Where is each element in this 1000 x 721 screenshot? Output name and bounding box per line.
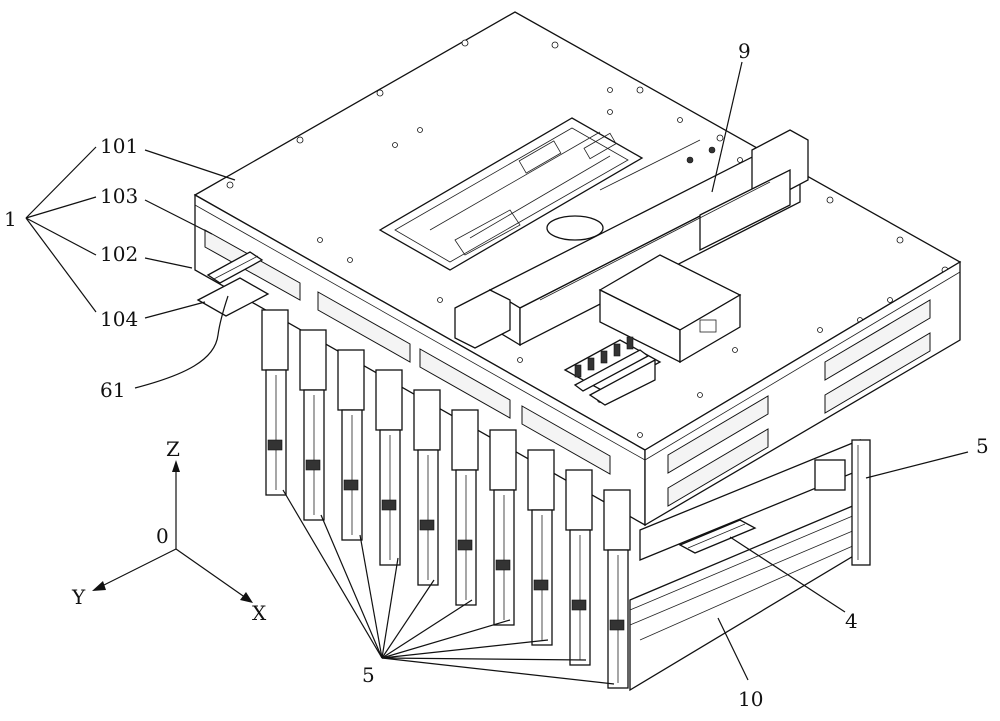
coordinate-axes — [92, 460, 253, 603]
label-side-frame: 103 — [100, 184, 138, 208]
right-pick-module — [814, 439, 871, 566]
control-box — [598, 254, 742, 364]
axis-x-label: X — [252, 601, 267, 625]
label-pick-module-right: 5 — [976, 434, 989, 458]
front-frame — [194, 193, 646, 527]
pick-module — [527, 449, 555, 646]
pick-module — [261, 309, 289, 496]
pick-module — [375, 369, 403, 566]
label-guide-rail: 4 — [845, 609, 858, 633]
label-rail-block: 104 — [100, 307, 138, 331]
center-recess — [378, 117, 644, 271]
leader-lines — [25, 61, 969, 685]
label-top-plate: 101 — [100, 134, 138, 158]
top-plate-holes — [226, 39, 949, 438]
label-sensor: 61 — [100, 378, 125, 402]
pick-module — [337, 349, 365, 541]
label-pick-modules-group: 5 — [362, 663, 375, 687]
label-drive-unit: 9 — [738, 39, 751, 63]
right-frame — [644, 260, 961, 527]
pick-module — [489, 429, 517, 626]
pick-module — [299, 329, 327, 521]
rail-block — [196, 251, 270, 317]
pick-module — [413, 389, 441, 586]
pick-module — [603, 489, 631, 689]
label-bottom-tray: 10 — [738, 687, 763, 711]
axis-z-label: Z — [166, 437, 180, 461]
label-assembly: 1 — [4, 207, 17, 231]
axis-origin-label: 0 — [156, 524, 169, 548]
pick-modules — [261, 309, 631, 689]
pick-module — [565, 469, 593, 666]
valve-bank — [563, 336, 662, 406]
pick-module — [451, 409, 479, 606]
axis-y-label: Y — [71, 585, 86, 609]
label-front-frame: 102 — [100, 242, 138, 266]
